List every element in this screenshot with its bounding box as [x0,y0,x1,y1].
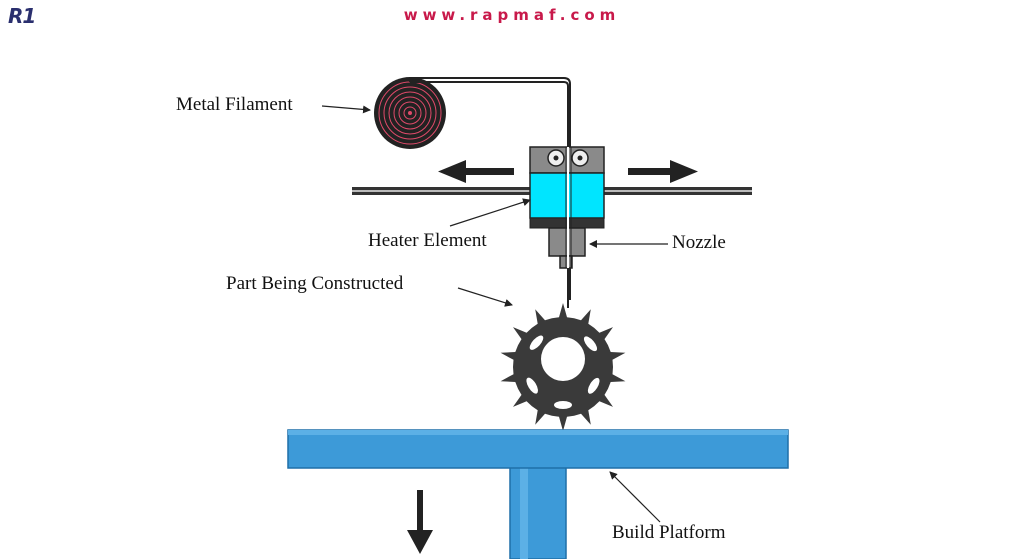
filament-spool [374,77,446,149]
gear-slot [554,401,572,409]
arrow-left-icon [438,160,514,183]
gear-slot [583,336,598,352]
label-metal-filament: Metal Filament [176,94,293,115]
label-heater-element: Heater Element [368,230,487,251]
label-build-platform: Build Platform [612,522,726,543]
label-part-being-constructed: Part Being Constructed [226,273,404,294]
brand-logo: R1 [8,4,36,28]
gear-slot [529,335,544,350]
site-url: www.rapmaf.com [403,6,621,24]
build-platform [287,429,789,559]
arrow-down-icon [407,490,433,554]
arrow-right-icon [628,160,698,183]
gear-slot [587,377,600,394]
gear-part [500,303,626,431]
extruder-head [529,146,605,269]
leader-lines [321,105,668,523]
gear-hub-hole [541,337,585,381]
gear-slot [526,377,538,394]
label-nozzle: Nozzle [672,232,726,253]
